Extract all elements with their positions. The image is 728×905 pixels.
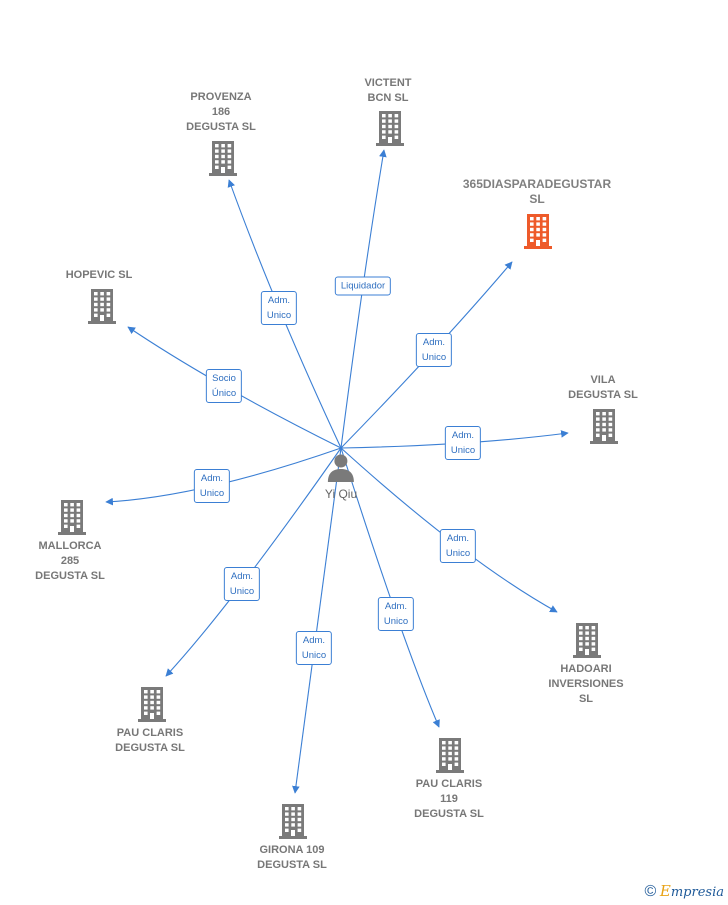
building-icon[interactable] <box>588 408 620 449</box>
role-badge-girona[interactable]: Adm. Unico <box>295 631 333 665</box>
person-label: Yi Qiu <box>324 487 358 501</box>
company-label-vila[interactable]: VILA DEGUSTA SL <box>568 374 638 401</box>
footer-brand[interactable]: © Empresia <box>644 882 724 901</box>
company-label-mallorca[interactable]: MALLORCA 285 DEGUSTA SL <box>35 540 105 582</box>
role-badge-victent[interactable]: Liquidador <box>334 276 392 296</box>
company-label-hopevic[interactable]: HOPEVIC SL <box>65 269 133 281</box>
company-label-provenza[interactable]: PROVENZA 186 DEGUSTA SL <box>186 91 256 133</box>
building-icon[interactable] <box>136 686 168 727</box>
company-label-pauclaris[interactable]: PAU CLARIS DEGUSTA SL <box>115 727 185 754</box>
building-icon[interactable] <box>277 803 309 844</box>
building-icon[interactable] <box>374 110 406 151</box>
building-icon[interactable] <box>434 737 466 778</box>
building-icon[interactable] <box>56 499 88 540</box>
edge-victent <box>340 149 387 449</box>
company-label-hadoari[interactable]: HADOARI INVERSIONES SL <box>548 663 624 705</box>
role-badge-pauclaris119[interactable]: Adm. Unico <box>377 597 415 631</box>
building-icon[interactable] <box>86 288 118 329</box>
copyright-icon: © <box>644 883 657 900</box>
building-icon[interactable] <box>207 140 239 181</box>
person-node[interactable]: Yi Qiu <box>325 452 357 501</box>
company-label-victent[interactable]: VICTENT BCN SL <box>364 77 412 104</box>
role-badge-vila[interactable]: Adm. Unico <box>444 426 482 460</box>
building-icon[interactable] <box>522 213 554 254</box>
role-badge-pauclaris[interactable]: Adm. Unico <box>223 567 261 601</box>
role-badge-hadoari[interactable]: Adm. Unico <box>439 529 477 563</box>
company-label-pauclaris119[interactable]: PAU CLARIS 119 DEGUSTA SL <box>414 778 484 820</box>
role-badge-hopevic[interactable]: Socio Único <box>205 369 243 403</box>
role-badge-mallorca[interactable]: Adm. Unico <box>193 469 231 503</box>
building-icon[interactable] <box>571 622 603 663</box>
company-label-365[interactable]: 365DIASPARADEGUSTAR SL <box>462 177 612 206</box>
brand-name: mpresia <box>670 885 724 900</box>
role-badge-provenza[interactable]: Adm. Unico <box>260 291 298 325</box>
brand-initial: E <box>659 882 671 900</box>
role-badge-365[interactable]: Adm. Unico <box>415 333 453 367</box>
company-label-girona[interactable]: GIRONA 109 DEGUSTA SL <box>257 844 327 871</box>
person-icon <box>327 454 354 482</box>
